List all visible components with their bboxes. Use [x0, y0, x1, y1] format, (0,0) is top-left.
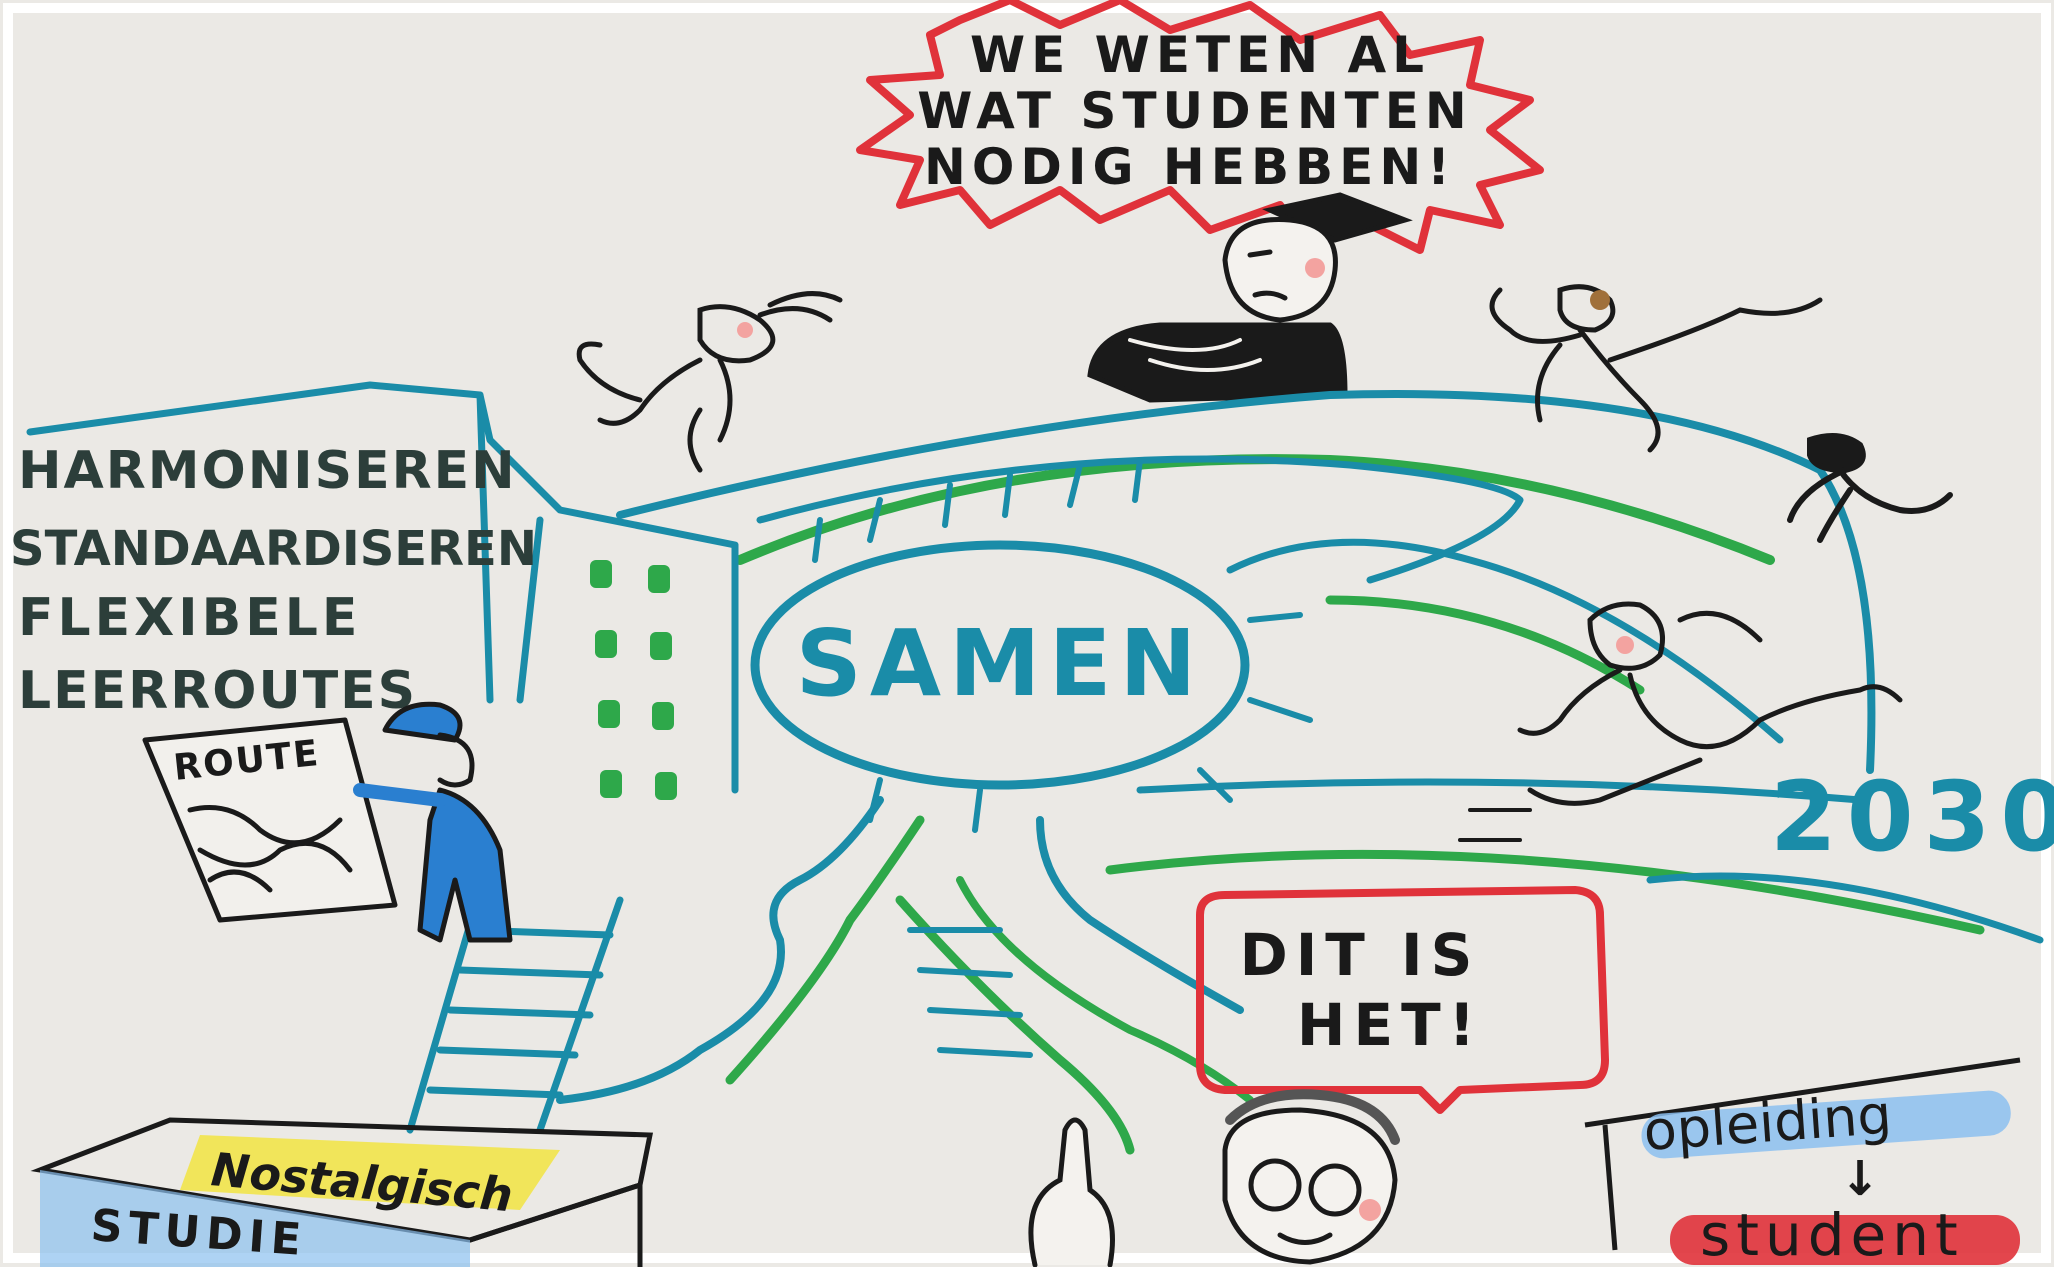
flow-mid-green-2: [956, 876, 1254, 1104]
building-windows: [590, 560, 677, 800]
bubble-top-line-2: WAT STUDENTEN: [917, 82, 1473, 140]
board-top-highlight: [1641, 1090, 2011, 1159]
bubble-top-line-1: WE WETEN AL: [970, 26, 1430, 84]
professor-cheek: [1305, 258, 1325, 278]
box-front: [40, 1170, 470, 1267]
lower-wave-teal-2: [1646, 872, 2044, 944]
sliding-figure-right: [1458, 601, 1903, 842]
bubble-bottom-line-1: DIT IS: [1240, 921, 1481, 989]
board-bottom-label: student: [1700, 1201, 1964, 1267]
professor-figure: [1087, 192, 1413, 403]
speaker-hair: [1225, 1089, 1400, 1145]
worker-arm: [353, 783, 447, 807]
bubble-top-line-3: NODIG HEBBEN!: [924, 138, 1456, 196]
arch-hatching: [812, 457, 1143, 563]
running-figure-right-top: [1489, 284, 1823, 453]
speaker-mouth: [1277, 1232, 1333, 1245]
flow-left-green: [725, 815, 925, 1085]
running-figure-far-right: [1787, 433, 1953, 543]
board-outline: [1584, 1057, 2021, 1251]
speaker-figure: [1028, 1089, 1400, 1267]
flow-lines: [556, 796, 1254, 1155]
flow-left-teal: [556, 796, 884, 1104]
route-sign-group: ROUTE: [142, 701, 513, 943]
year-label: 2030: [1770, 761, 2054, 873]
nostalgic-box: Nostalgisch STUDIE: [30, 1117, 654, 1267]
label-leerroutes: LEERROUTES: [18, 661, 417, 721]
professor-body: [1087, 322, 1348, 403]
label-flexibele: FLEXIBELE: [18, 588, 361, 648]
professor-mouth: [1252, 290, 1288, 301]
flow-mid-teal: [1036, 816, 1244, 1014]
label-standaardiseren: STANDAARDISEREN: [10, 521, 537, 577]
box-side: [469, 1181, 643, 1267]
speaker-glasses-left: [1248, 1158, 1302, 1212]
arch-inner-teal: [756, 455, 1524, 584]
samen-oval: [750, 540, 1250, 790]
board-arrow: ↓: [1840, 1151, 1880, 1207]
flow-mid-green: [895, 895, 1135, 1155]
arch-swoop-teal: [1226, 538, 1784, 744]
stairs-steps: [426, 926, 614, 1099]
professor-arms: [1128, 338, 1262, 372]
bubble-bottom-line-2: HET!: [1297, 991, 1483, 1059]
running-figure-left: [576, 291, 843, 473]
professor-eye: [1247, 249, 1273, 258]
label-harmoniseren: HARMONISEREN: [18, 441, 517, 501]
arch-outer-teal: [616, 389, 1876, 774]
box-top-yellow: [180, 1135, 560, 1210]
building-right-wall: [476, 391, 494, 704]
bubble-bottom-outline: [1196, 886, 1609, 1114]
worker-face: [437, 732, 475, 788]
pointing-hand-icon: [1028, 1117, 1115, 1267]
worker-helmet: [382, 701, 463, 743]
samen-rays: [867, 612, 1313, 833]
bridge-arch: [616, 389, 2044, 944]
lower-wave-teal: [1136, 778, 1864, 804]
building-outline: [26, 381, 739, 794]
top-speech-bubble: WE WETEN AL WAT STUDENTEN NODIG HEBBEN!: [856, 0, 1544, 254]
speaker-cheek: [1359, 1199, 1381, 1221]
left-building: HARMONISEREN STANDAARDISEREN FLEXIBELE L…: [10, 381, 739, 800]
route-sign-board: [142, 717, 398, 923]
worker-body: [417, 787, 513, 943]
flow-hatching: [907, 927, 1033, 1058]
arch-swoop-green: [1325, 595, 1645, 695]
spiky-bubble-outline: [856, 0, 1544, 254]
bottom-speech-bubble: DIT IS HET!: [1196, 886, 1609, 1114]
route-map-scribble: [187, 805, 353, 893]
board-bottom-highlight: [1670, 1215, 2020, 1265]
speaker-glasses-right: [1308, 1163, 1362, 1217]
lower-wave-green: [1105, 849, 1985, 935]
samen-label: SAMEN: [796, 610, 1205, 717]
center-samen: SAMEN: [750, 540, 1313, 833]
